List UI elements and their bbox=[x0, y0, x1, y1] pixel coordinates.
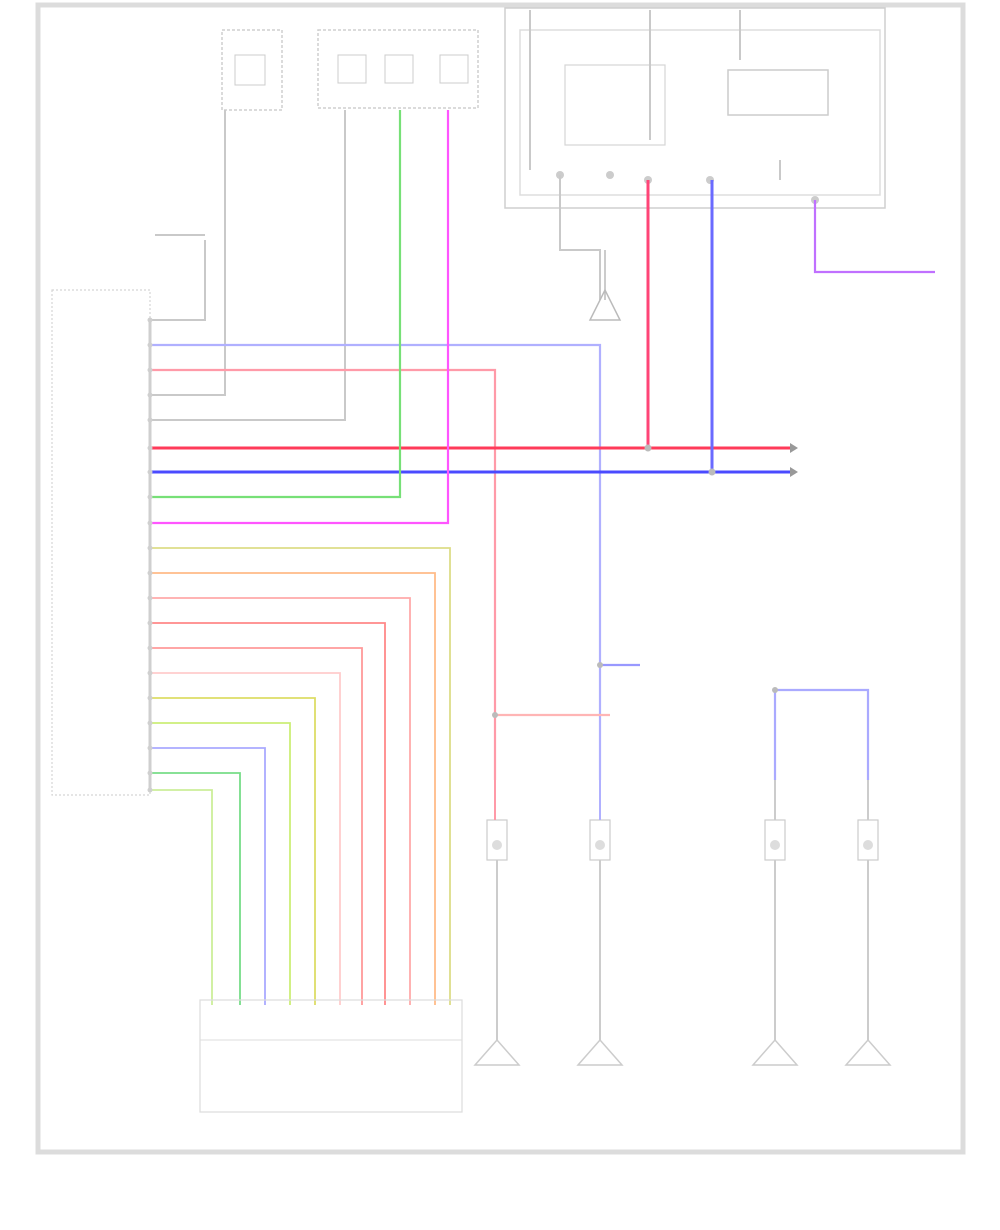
relay-inner-box-3 bbox=[564, 64, 666, 146]
relay-coil bbox=[439, 54, 469, 84]
connector-pins bbox=[147, 317, 153, 793]
wires-harness bbox=[150, 547, 451, 1005]
wire-green bbox=[150, 110, 402, 499]
relay-box-2 bbox=[317, 29, 479, 109]
arrow-heads bbox=[790, 443, 798, 477]
splice-points bbox=[492, 444, 778, 718]
component-2 bbox=[576, 819, 624, 1066]
relay-coil bbox=[384, 54, 414, 84]
diagram-frame bbox=[35, 2, 966, 1155]
control-unit-outline bbox=[51, 289, 151, 796]
wire-light-red bbox=[150, 368, 497, 780]
relay-inner-box-2 bbox=[727, 69, 829, 116]
wire-purple bbox=[150, 343, 602, 780]
control-unit-connector bbox=[51, 289, 152, 796]
bottom-connector bbox=[199, 999, 463, 1113]
wires-colored bbox=[150, 110, 935, 780]
relay-box-group bbox=[221, 7, 886, 209]
relay-coil bbox=[234, 54, 266, 86]
relay-box-3 bbox=[504, 7, 886, 209]
wires-gray bbox=[150, 10, 781, 421]
relay-terminal bbox=[606, 171, 614, 179]
component-3 bbox=[751, 780, 799, 1066]
wire-purple-loop bbox=[775, 688, 870, 780]
component-4 bbox=[844, 780, 892, 1066]
relay-coil bbox=[337, 54, 367, 84]
ground-symbol bbox=[588, 250, 622, 321]
wire-magenta bbox=[150, 110, 450, 525]
wire-relay-out bbox=[813, 200, 935, 274]
relay-box-1 bbox=[221, 29, 283, 111]
relay-inner-box bbox=[519, 29, 881, 196]
component-1 bbox=[473, 819, 521, 1066]
